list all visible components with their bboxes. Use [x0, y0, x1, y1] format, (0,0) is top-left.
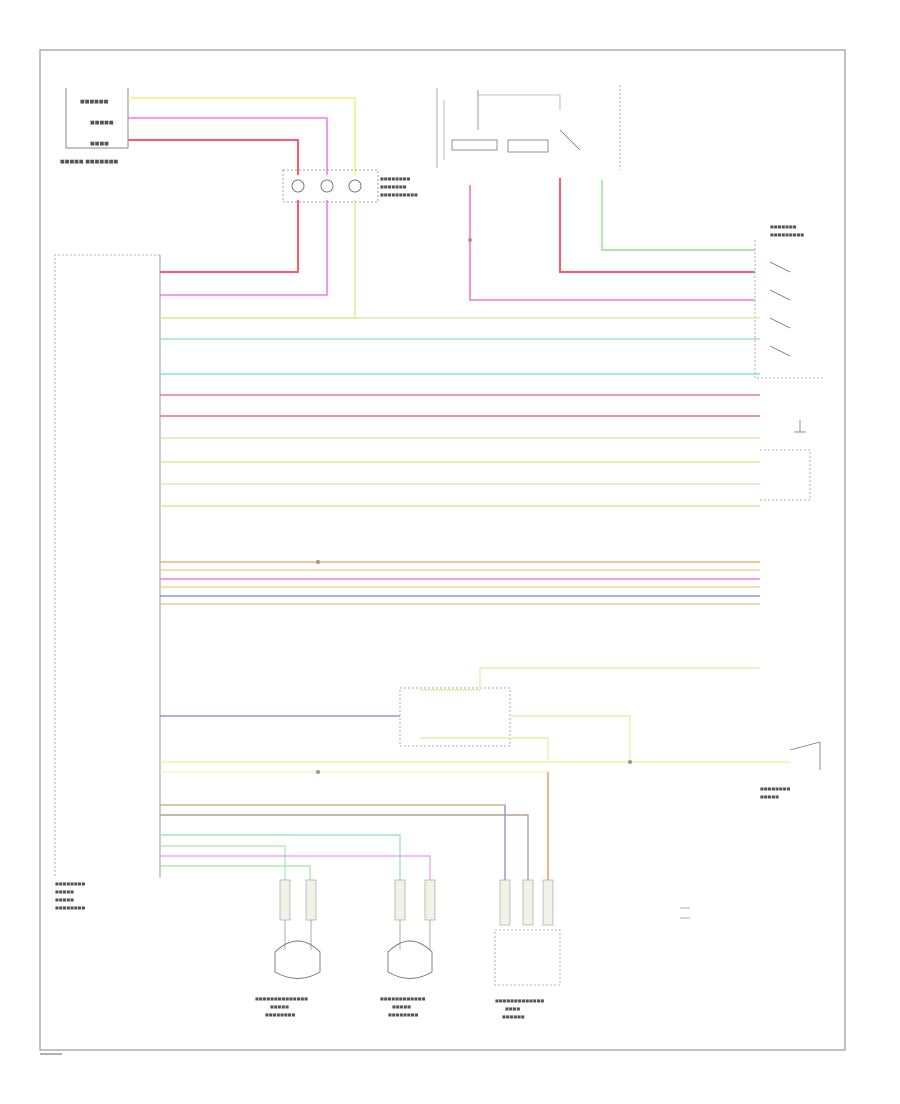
splice-point	[316, 560, 320, 564]
svg-text:■■■■■■■■■: ■■■■■■■■■	[770, 232, 804, 237]
interlock-switch	[399, 687, 511, 747]
svg-text:■■■■■: ■■■■■	[55, 889, 74, 894]
wire-tan-1	[160, 804, 506, 880]
legend-marks	[680, 907, 690, 919]
splice-point	[628, 760, 632, 764]
svg-text:■■■■■■: ■■■■■■	[502, 1014, 525, 1019]
wire-yellow-interlock2	[420, 737, 549, 760]
splice-point	[468, 238, 472, 242]
clutch-pedal-switch: ■■■■■■■ ■■■■■■■■■	[754, 224, 825, 379]
powertrain-control-module: ■■■■■■■■ ■■■■■ ■■■■■ ■■■■■■■■	[54, 254, 161, 910]
svg-text:■■■■■■■■■■: ■■■■■■■■■■	[380, 192, 418, 197]
svg-text:■■■■■■■: ■■■■■■■	[380, 184, 407, 189]
wire-magenta-top	[128, 117, 328, 175]
wire-green-2	[160, 845, 286, 880]
input-speed-sensor: ■■■■■■■■■■■■ ■■■■■ ■■■■■■■■	[380, 920, 433, 1017]
svg-text:■■■■■: ■■■■■	[392, 1004, 411, 1009]
wire-yellow-down	[160, 200, 356, 319]
svg-text:■■■■■■■■■■■■: ■■■■■■■■■■■■	[380, 996, 426, 1001]
clutch-speed-sensor: ■■■■■■■■■■■■■■ ■■■■■ ■■■■■■■■	[255, 920, 321, 1017]
svg-text:■■■■■■■■■■■■■: ■■■■■■■■■■■■■	[495, 998, 544, 1003]
wire-magenta-down	[160, 200, 328, 296]
svg-text:■■■■■■■■: ■■■■■■■■	[388, 1012, 418, 1017]
svg-text:■■■■: ■■■■	[90, 141, 109, 147]
vehicle-speed-sensor-harness	[499, 879, 554, 926]
svg-text:■■■■■■■: ■■■■■■■	[770, 224, 797, 229]
svg-text:■■■■■■■■: ■■■■■■■■	[55, 905, 85, 910]
diagram-frame	[39, 49, 846, 1051]
wire-yellow-clutch	[420, 667, 760, 691]
clockspring-connector: ■■■■■■■■ ■■■■■■■ ■■■■■■■■■■	[282, 169, 418, 203]
svg-text:■■■■■: ■■■■■	[55, 897, 74, 902]
wire-green-right	[601, 180, 755, 251]
svg-text:■■■■: ■■■■	[505, 1006, 520, 1011]
wire-yellow-top	[128, 97, 356, 175]
wire-magenta-low	[160, 855, 431, 880]
vehicle-speed-sensor: ■■■■■■■■■■■■■ ■■■■ ■■■■■■	[494, 929, 561, 1019]
wire-yellow-interlock	[510, 715, 631, 760]
svg-text:■■■■■ ■■■■■■■: ■■■■■ ■■■■■■■	[60, 159, 119, 165]
wire-green-1	[160, 834, 401, 880]
wire-red-top	[128, 139, 299, 175]
svg-text:■■■■■: ■■■■■	[760, 794, 779, 799]
fuse-relay-area	[436, 85, 621, 170]
svg-text:■■■■■: ■■■■■	[90, 120, 114, 126]
transmission-range-sensor-connector	[760, 449, 811, 501]
wire-red-down	[160, 200, 299, 273]
svg-text:■■■■■■■■: ■■■■■■■■	[55, 881, 85, 886]
splice-point	[316, 770, 320, 774]
svg-text:■■■■■■■■■■■■■■: ■■■■■■■■■■■■■■	[255, 996, 308, 1001]
svg-text:■■■■■■■■: ■■■■■■■■	[380, 176, 410, 181]
transmission-switch: ■■■■■■■■ ■■■■■	[760, 741, 821, 799]
wire-pink-right	[469, 185, 755, 301]
ground-symbol	[794, 420, 806, 433]
svg-text:■■■■■: ■■■■■	[270, 1004, 289, 1009]
input-speed-sensor-harness	[394, 879, 436, 921]
svg-text:■■■■■■: ■■■■■■	[80, 99, 109, 105]
wire-green-3	[160, 865, 311, 880]
wire-red-right	[559, 178, 755, 273]
svg-text:■■■■■■■■: ■■■■■■■■	[265, 1012, 295, 1017]
module-wire-bundle	[160, 317, 760, 605]
wire-tan-2	[160, 814, 529, 880]
svg-text:■■■■■■■■: ■■■■■■■■	[760, 786, 790, 791]
speed-control-switch: ■■■■■■ ■■■■■ ■■■■ ■■■■■ ■■■■■■■	[60, 88, 129, 165]
clutch-speed-sensor-harness	[279, 879, 317, 921]
